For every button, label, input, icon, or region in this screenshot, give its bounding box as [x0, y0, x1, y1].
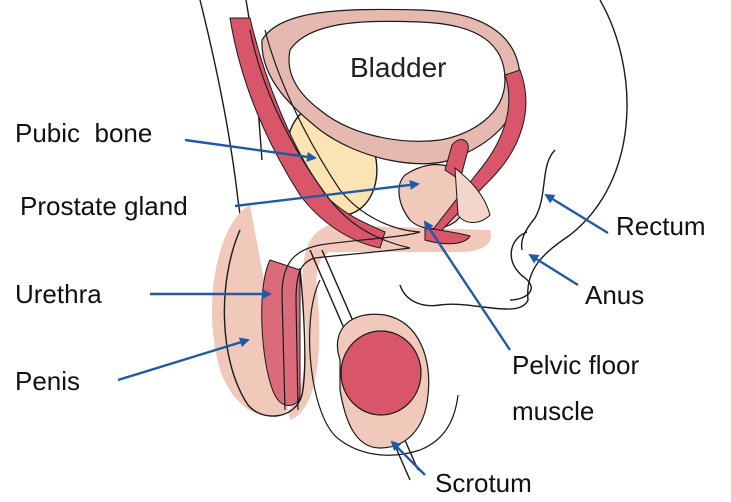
label-penis: Penis — [15, 368, 80, 394]
label-pubic-bone: Pubic bone — [15, 120, 152, 146]
arrow-rectum — [546, 195, 608, 233]
scrotum-shape — [310, 280, 458, 455]
label-rectum: Rectum — [616, 213, 706, 239]
label-bladder: Bladder — [350, 54, 447, 82]
label-pelvic-floor-line2: muscle — [512, 398, 594, 424]
label-pelvic-floor-line1: Pelvic floor — [512, 352, 639, 378]
label-prostate-gland: Prostate gland — [20, 193, 188, 219]
arrow-anus — [530, 255, 578, 285]
label-scrotum: Scrotum — [435, 470, 532, 496]
label-urethra: Urethra — [15, 281, 102, 307]
label-anus: Anus — [585, 282, 644, 308]
